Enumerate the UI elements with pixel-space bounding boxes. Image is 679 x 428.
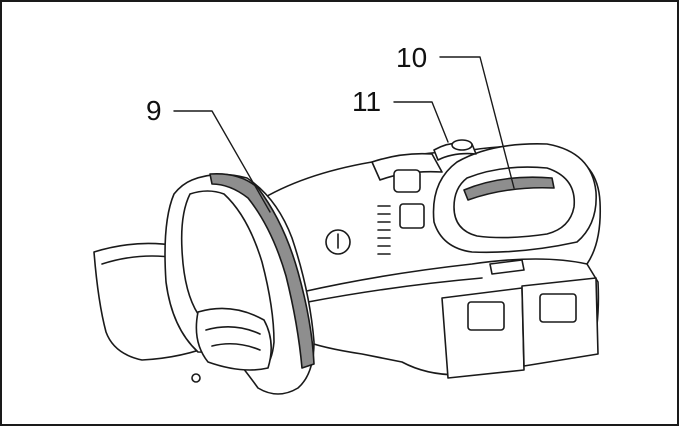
callout-11: 11 <box>352 86 382 117</box>
battery-packs <box>441 277 599 379</box>
callout-9: 9 <box>146 95 162 126</box>
leader-11 <box>393 101 449 143</box>
leader-lines <box>173 56 515 213</box>
leader-9 <box>173 110 271 213</box>
vent-slots <box>377 205 391 255</box>
front-grip <box>209 172 315 369</box>
leader-10 <box>439 56 515 189</box>
rear-grip <box>463 176 555 201</box>
callout-10: 10 <box>396 42 428 73</box>
